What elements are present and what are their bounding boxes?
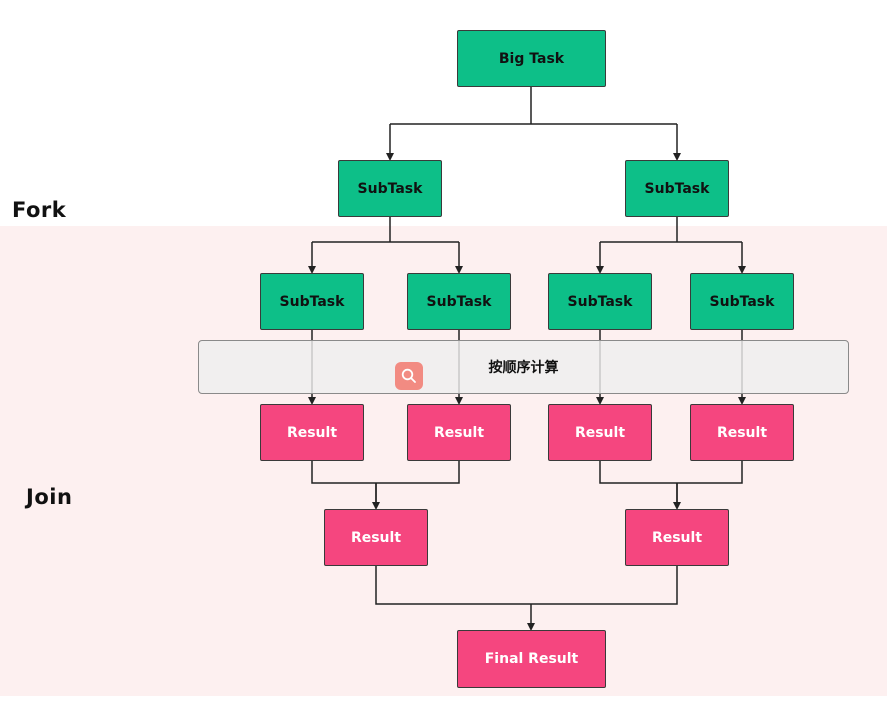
- subtask-node-left: SubTask: [338, 160, 442, 217]
- result-node-1: Result: [260, 404, 364, 461]
- connector-subtask-l-split: [312, 216, 459, 243]
- connector-bigtask-split: [390, 87, 677, 125]
- search-icon[interactable]: [395, 362, 423, 390]
- search-icon-glyph: [401, 368, 416, 383]
- band-label: 按顺序计算: [488, 360, 559, 376]
- subtask-node-1: SubTask: [260, 273, 364, 330]
- subtask-node-right: SubTask: [625, 160, 729, 217]
- big-task-node: Big Task: [457, 30, 606, 87]
- subtask-node-4: SubTask: [690, 273, 794, 330]
- connector-join-left: [311, 461, 460, 508]
- connector-join-final: [375, 566, 678, 605]
- result-node-right: Result: [625, 509, 729, 566]
- result-node-3: Result: [548, 404, 652, 461]
- final-result-node: Final Result: [457, 630, 606, 688]
- join-label: Join: [26, 485, 73, 509]
- subtask-node-2: SubTask: [407, 273, 511, 330]
- fork-label: Fork: [12, 198, 67, 222]
- result-node-4: Result: [690, 404, 794, 461]
- connector-subtask-r-split: [600, 216, 742, 243]
- subtask-node-3: SubTask: [548, 273, 652, 330]
- result-node-2: Result: [407, 404, 511, 461]
- result-node-left: Result: [324, 509, 428, 566]
- sequential-compute-band: 按顺序计算: [198, 340, 849, 394]
- connector-join-right: [599, 461, 743, 508]
